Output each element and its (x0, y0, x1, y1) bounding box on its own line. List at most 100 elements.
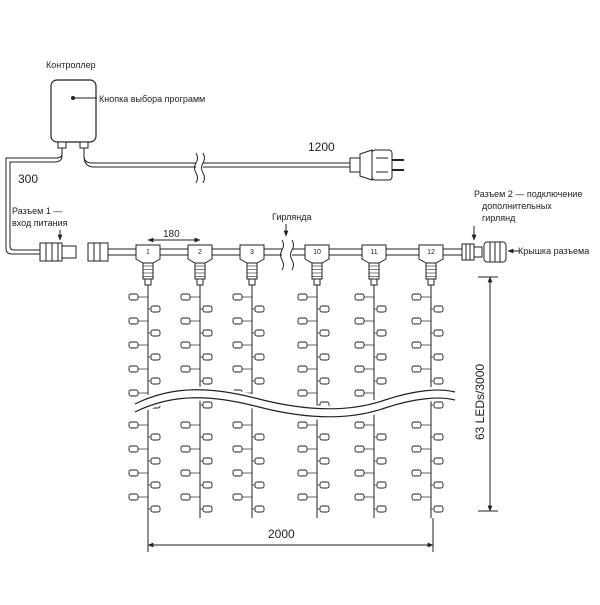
connector-1 (39, 242, 109, 262)
height-label: 63 LEDs/3000 (473, 364, 487, 440)
led (150, 353, 161, 361)
led (433, 353, 444, 361)
program-button-dot (71, 96, 75, 100)
led (376, 329, 387, 337)
led (411, 317, 422, 325)
lead-cable-a (9, 148, 63, 251)
led (376, 353, 387, 361)
led (319, 433, 330, 441)
led (319, 377, 330, 385)
led (254, 457, 265, 465)
led (433, 377, 444, 385)
led (180, 317, 191, 325)
led (180, 493, 191, 501)
break-mark-2 (201, 152, 205, 184)
drop-collar (313, 278, 321, 286)
power-cable-b (83, 148, 196, 168)
led (128, 365, 139, 373)
wave-break-top (134, 389, 456, 410)
led (354, 389, 365, 397)
led (319, 481, 330, 489)
led (376, 505, 387, 513)
led (254, 377, 265, 385)
led (319, 329, 330, 337)
bus-break-1 (280, 239, 284, 271)
led (232, 317, 243, 325)
led (376, 377, 387, 385)
connector-cap (483, 241, 507, 263)
power-cable-a (83, 148, 196, 164)
cable-length-label: 1200 (308, 140, 335, 154)
led (202, 457, 213, 465)
led (297, 293, 308, 301)
led (319, 305, 330, 313)
led (202, 401, 213, 409)
led (180, 469, 191, 477)
connector2-label-line2: дополнительных (482, 201, 552, 211)
led (254, 353, 265, 361)
led (354, 445, 365, 453)
led (411, 293, 422, 301)
cap-label: Крышка разъема (518, 246, 589, 256)
led (202, 329, 213, 337)
connector1-label-line1: Разъем 1 — (12, 206, 62, 216)
led (433, 401, 444, 409)
led (232, 341, 243, 349)
led (128, 317, 139, 325)
led-drop: 2 (180, 244, 213, 518)
garland-label: Гирлянда (272, 212, 311, 222)
led (232, 469, 243, 477)
led (376, 481, 387, 489)
drop-number: 2 (198, 249, 202, 256)
led (202, 505, 213, 513)
drop-number: 3 (250, 249, 254, 256)
controller-box (50, 79, 97, 143)
led (433, 481, 444, 489)
led (433, 457, 444, 465)
led (180, 293, 191, 301)
led (202, 353, 213, 361)
led (433, 433, 444, 441)
led (128, 293, 139, 301)
led (297, 317, 308, 325)
led (411, 445, 422, 453)
led (254, 433, 265, 441)
width-label: 2000 (268, 527, 295, 541)
led (202, 481, 213, 489)
led (297, 365, 308, 373)
led (150, 505, 161, 513)
led (319, 353, 330, 361)
bus-break-2 (290, 239, 294, 271)
led (128, 445, 139, 453)
led (254, 329, 265, 337)
led (150, 481, 161, 489)
drop-number: 1 (146, 249, 150, 256)
led (297, 389, 308, 397)
led (376, 433, 387, 441)
lead-length-label: 300 (18, 172, 38, 186)
led (354, 493, 365, 501)
led (128, 341, 139, 349)
led (180, 341, 191, 349)
led (150, 457, 161, 465)
lead-cable-b (5, 148, 63, 255)
led (180, 365, 191, 373)
led (180, 445, 191, 453)
connector1-label-line2: вход питания (12, 218, 68, 228)
led (232, 365, 243, 373)
led (254, 481, 265, 489)
led (297, 445, 308, 453)
led (319, 505, 330, 513)
connector-2 (461, 243, 483, 261)
led-drop: 10 (297, 244, 330, 518)
led (354, 317, 365, 325)
led (354, 469, 365, 477)
button-label: Кнопка выбора программ (99, 94, 205, 104)
led (319, 457, 330, 465)
drop-number: 11 (370, 249, 377, 256)
led (433, 505, 444, 513)
led (180, 421, 191, 429)
led (232, 421, 243, 429)
led (354, 421, 365, 429)
